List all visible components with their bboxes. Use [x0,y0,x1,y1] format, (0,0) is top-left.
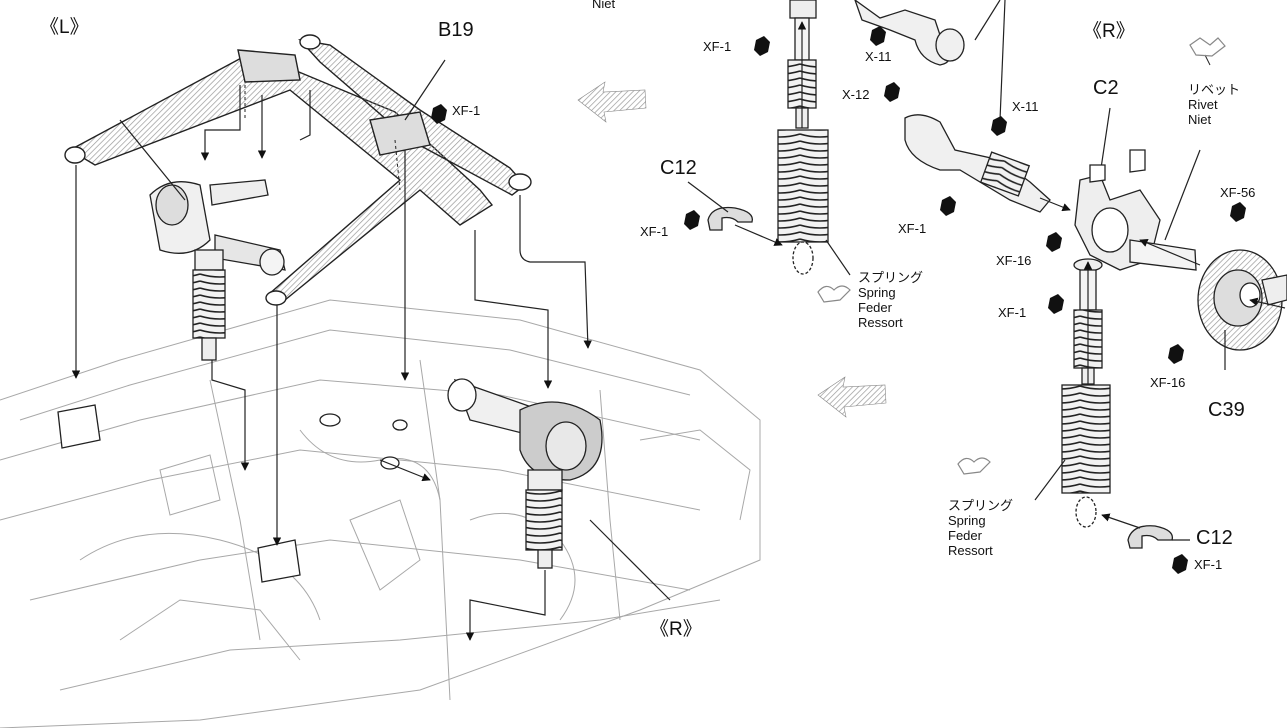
spring-lower-en: Spring [948,513,986,528]
bolt-xf1-bottom-icon [1172,554,1188,574]
label-right-side-left: 《R》 [650,619,702,640]
direction-arrow-upper [577,81,647,123]
label-xf16-upper: XF-16 [996,253,1032,268]
bolt-icons [431,26,1246,574]
label-xf1-arm: XF-1 [452,103,481,118]
spring-label-lower: スプリング Spring Feder Ressort [948,498,1013,558]
label-xf56: XF-56 [1220,185,1256,200]
bolt-x11-top-icon [870,26,886,46]
leader-lines [1204,54,1211,66]
label-c39: C39 [1208,399,1245,421]
upper-driveshaft [854,0,965,66]
guide-lines-lower [1034,261,1190,541]
spring-lower-jp: スプリング [948,498,1014,513]
label-niet-top: Niet [592,0,616,11]
rivet-en: Rivet [1188,97,1218,112]
dashed-guide [244,85,401,191]
label-x11-top: X-11 [865,49,892,64]
bolt-xf16-upper-icon [1046,232,1062,252]
rivet-icon [1189,37,1226,57]
bolt-xf1-mid-icon [940,196,956,216]
label-xf1-c12: XF-1 [640,224,669,239]
spring-upper-de: Feder [858,300,892,315]
guide-lines-hub [1139,149,1286,370]
label-x11-mid: X-11 [1012,99,1039,114]
bolt-x12-icon [884,82,900,102]
direction-arrow-lower [817,376,887,418]
label-c12-lower: C12 [1196,527,1233,549]
c12-upper-part [707,206,754,231]
chassis-mounts [57,404,408,583]
rivet-jp: リベット [1188,82,1241,97]
spring-label-upper: スプリング Spring Feder Ressort [858,270,923,330]
label-xf1-top: XF-1 [703,39,732,54]
spring-lower-icon [957,457,991,475]
bolt-xf1-arm-icon [431,104,447,124]
chassis-outline [0,299,761,728]
bolt-x11-mid-icon [991,116,1007,136]
label-c2: C2 [1093,77,1119,99]
lower-spring [1061,384,1111,528]
guide-lines-upper [687,21,851,276]
bolt-xf56-icon [1230,202,1246,222]
spring-lower-de: Feder [948,528,982,543]
bolt-xf1-c12-icon [684,210,700,230]
rivet-label: リベット Rivet Niet [1188,82,1240,127]
left-shock [192,249,226,361]
label-right-side-right: 《R》 [1083,21,1135,42]
upper-spring [777,129,829,275]
spring-upper-fr: Ressort [858,315,903,330]
label-left-side: 《L》 [40,17,89,38]
bolt-xf1-top-icon [754,36,770,56]
label-xf1-shock: XF-1 [998,305,1027,320]
lower-arm-b19 [64,34,532,306]
hub-c39 [1129,239,1287,351]
rivet-nl: Niet [1188,112,1212,127]
label-x12: X-12 [842,87,870,102]
guide-lines-mid [974,0,1111,212]
bolt-xf1-shock-icon [1048,294,1064,314]
spring-upper-jp: スプリング [858,270,924,285]
label-xf1-bottom: XF-1 [1194,557,1223,572]
spring-upper-en: Spring [858,285,896,300]
label-xf16-lower: XF-16 [1150,375,1186,390]
spring-upper-icon [817,285,851,303]
bolt-xf16-lower-icon [1168,344,1184,364]
spring-lower-fr: Ressort [948,543,993,558]
guide-lines-left [71,59,671,641]
label-c12-upper: C12 [660,157,697,179]
right-upright-assembled [447,378,603,569]
c12-lower-part [1127,525,1174,549]
label-xf1-mid: XF-1 [898,221,927,236]
mid-driveshaft [904,114,1051,213]
label-b19: B19 [438,19,474,41]
